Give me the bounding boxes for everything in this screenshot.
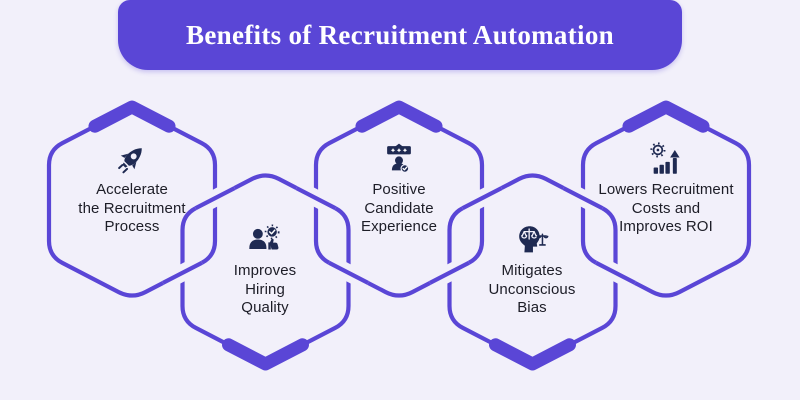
benefit-hiring-quality: Improves Hiring Quality <box>180 221 350 318</box>
benefit-accelerate-process: Accelerate the Recruitment Process <box>47 140 217 237</box>
benefit-label-line: Accelerate <box>96 181 168 198</box>
benefit-label-line: Experience <box>360 218 438 235</box>
benefit-label-line: Process <box>104 218 160 235</box>
benefit-candidate-experience: Positive Candidate Experience <box>314 140 484 237</box>
benefit-label-line: Improves ROI <box>619 218 713 235</box>
benefit-unconscious-bias: Mitigates Unconscious Bias <box>447 221 617 318</box>
benefit-label-line: Quality <box>241 299 289 316</box>
hiring-quality-icon <box>249 224 280 250</box>
benefit-label-line: Improves <box>233 262 297 279</box>
cost-roi-icon <box>650 142 680 174</box>
page-title: Benefits of Recruitment Automation <box>186 19 614 50</box>
benefit-label-line: Candidate <box>364 199 434 217</box>
rocket-icon <box>118 148 142 174</box>
bias-balance-icon <box>519 226 549 253</box>
benefit-label-line: Bias <box>517 299 547 316</box>
benefit-label-line: Positive <box>372 181 426 198</box>
benefit-label-line: Costs and <box>631 199 701 217</box>
benefit-lower-costs-roi: Lowers Recruitment Costs and Improves RO… <box>581 140 751 237</box>
benefit-label-line: Unconscious <box>488 280 576 298</box>
benefit-label-line: Hiring <box>245 280 285 298</box>
benefit-label-line: the Recruitment <box>78 199 186 217</box>
benefit-label-line: Lowers Recruitment <box>598 181 734 198</box>
benefit-label-line: Mitigates <box>501 262 563 279</box>
title-banner: Benefits of Recruitment Automation <box>118 0 682 70</box>
candidate-rating-icon <box>387 143 411 173</box>
